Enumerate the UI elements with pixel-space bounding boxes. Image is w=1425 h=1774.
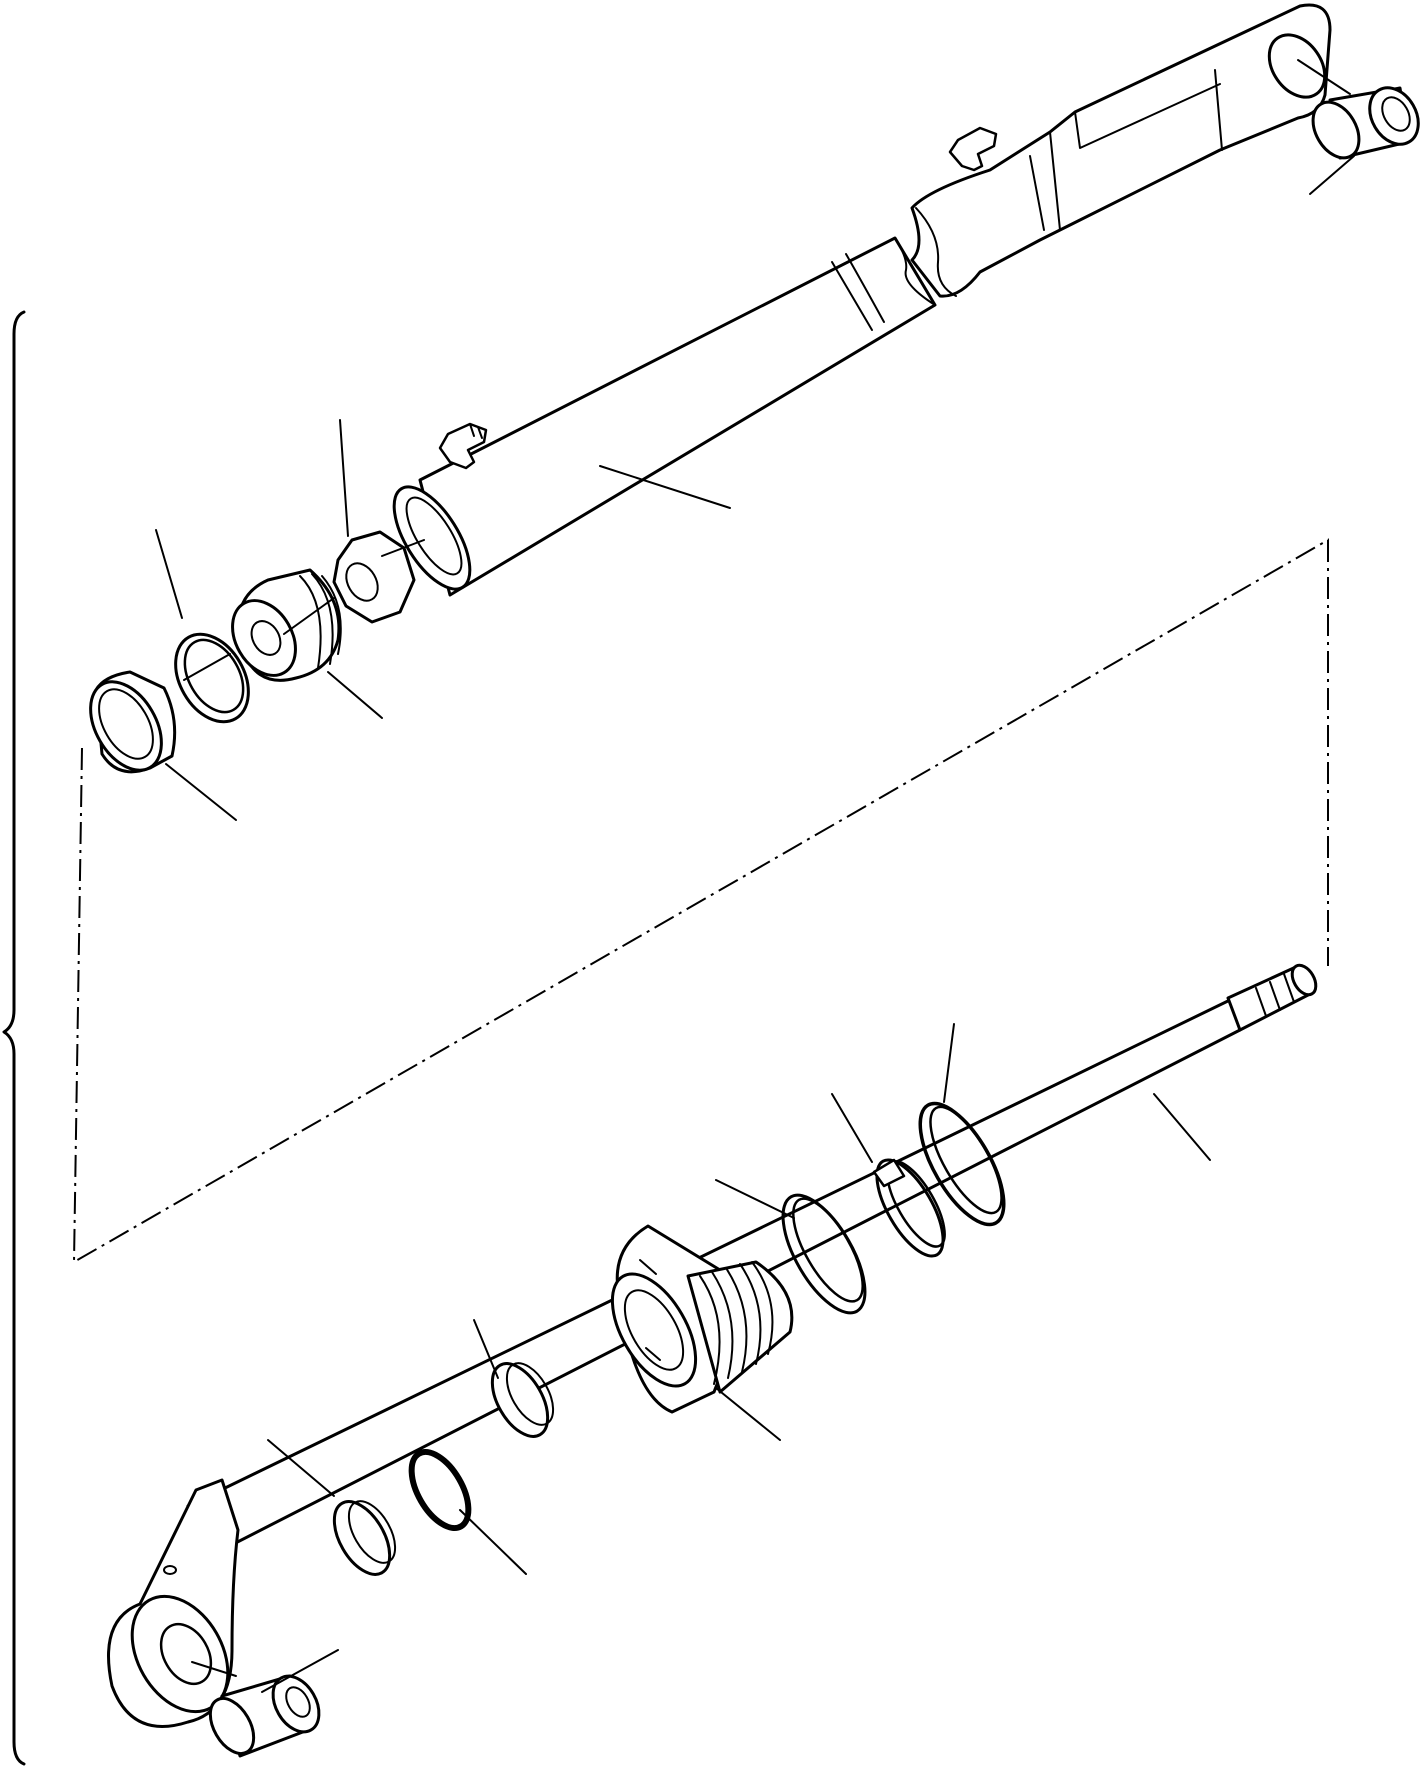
leader-line-tube [599, 465, 731, 509]
leader-line-wear-ring [165, 763, 237, 821]
piston-nut [332, 419, 416, 624]
leader-line-o-ring [459, 1509, 527, 1575]
leader-line-large-o-ring [943, 1023, 955, 1103]
leader-line-rod-bushing [473, 1319, 499, 1379]
dust-seal [267, 1439, 397, 1576]
assembly-guide-lines [72, 538, 1329, 1264]
leader-line-piston [327, 671, 383, 719]
large-o-ring [918, 1023, 1006, 1227]
snap-ring [831, 1093, 946, 1258]
axis-centerline [183, 539, 425, 681]
piston [231, 568, 383, 719]
leader-line-gland [715, 1387, 781, 1441]
rod-o-ring [408, 1449, 527, 1575]
leader-line-nut [339, 419, 349, 537]
piston-rod [186, 963, 1318, 1558]
leader-line-seal-ring [155, 529, 183, 619]
piston-seal-ring [155, 529, 250, 724]
cylinder-gland [610, 1224, 794, 1441]
rod-bushing [473, 1319, 555, 1438]
bushing-upper [1309, 86, 1420, 195]
leader-line-snap-ring [831, 1093, 873, 1163]
cylinder-base-clevis [910, 3, 1351, 298]
grouping-brace [2, 310, 26, 1766]
rod-eye [107, 1478, 240, 1728]
leader-line-rod [1153, 1093, 1211, 1161]
leader-line-backup-seal [715, 1179, 795, 1219]
leader-line-dust-seal [267, 1439, 335, 1497]
wear-ring [89, 670, 237, 821]
leader-line-bushing-lower [261, 1649, 339, 1693]
backup-seal [715, 1179, 867, 1315]
bushing-lower [208, 1649, 339, 1758]
cylinder-tube [392, 236, 937, 597]
leader-line-bushing-upper [1309, 155, 1355, 195]
